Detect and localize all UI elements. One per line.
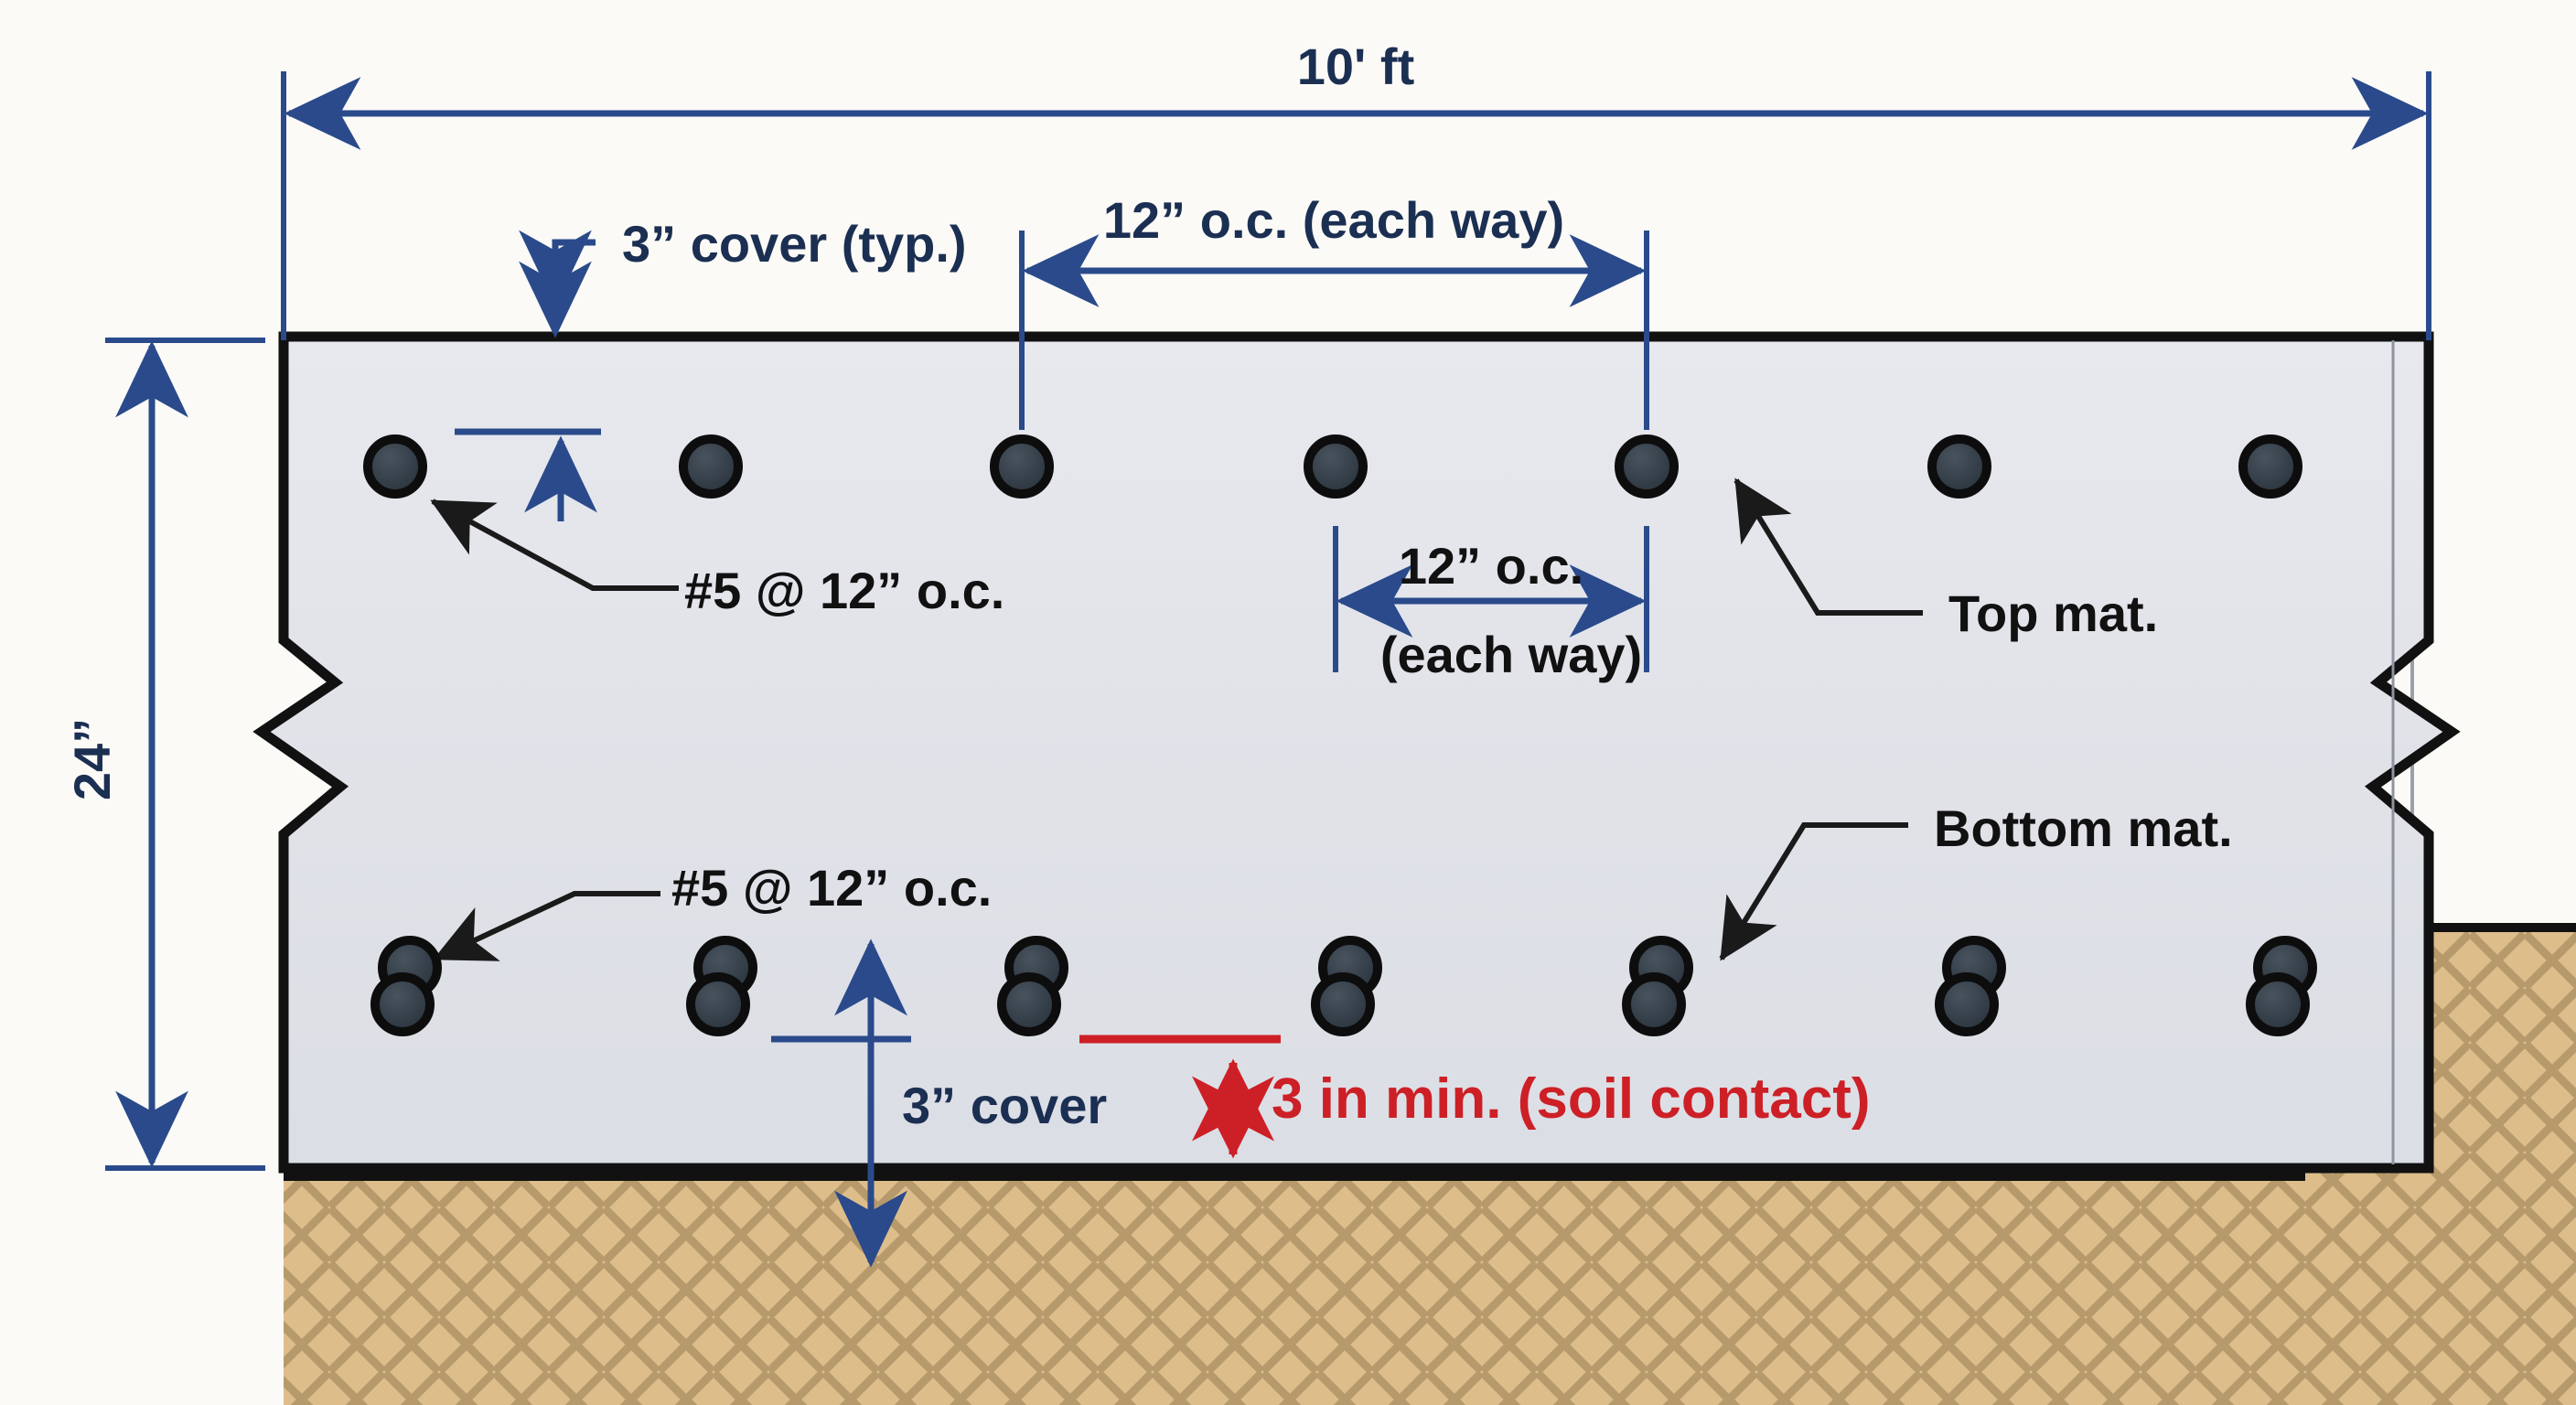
inner-spacing-label-line1: 12” o.c. bbox=[1399, 537, 1583, 595]
top-mat-leader bbox=[1733, 477, 1923, 616]
top-mat-rebars bbox=[363, 434, 2302, 499]
slab-thickness-dimension bbox=[105, 338, 265, 1171]
rebar-top bbox=[363, 434, 2302, 499]
concrete-slab bbox=[252, 331, 2461, 1174]
top-cover-tick bbox=[455, 428, 601, 521]
top-spacing-dimension bbox=[1019, 231, 1649, 430]
bottom-mat-leader bbox=[1719, 822, 1908, 961]
inner-spacing-label-line2: (each way) bbox=[1380, 626, 1642, 683]
soil-contact-dimension bbox=[1079, 1035, 1281, 1159]
soil-region bbox=[284, 923, 2576, 1405]
rebar-bottom bbox=[997, 936, 1068, 1036]
top-bar-callout-leader bbox=[430, 499, 679, 591]
inner-spacing-dimension bbox=[1333, 526, 1649, 672]
bottom-bar-callout-leader bbox=[433, 891, 660, 961]
bottom-cover-label: 3” cover bbox=[902, 1077, 1107, 1134]
rebar-bottom bbox=[1622, 936, 1693, 1036]
rebar-bottom bbox=[1935, 936, 2006, 1036]
top-spacing-label: 12” o.c. (each way) bbox=[1103, 191, 1564, 249]
top-bar-callout-label: #5 @ 12” o.c. bbox=[684, 562, 1004, 619]
overall-width-dimension bbox=[281, 71, 2431, 340]
top-mat-label: Top mat. bbox=[1948, 585, 2158, 642]
rebar-bottom bbox=[686, 936, 757, 1036]
top-cover-leader bbox=[519, 230, 596, 338]
rebar-bottom bbox=[1311, 936, 1382, 1036]
slab-thickness-label: 24” bbox=[63, 718, 121, 800]
rebar-bottom bbox=[370, 936, 442, 1036]
bottom-mat-rebars bbox=[370, 936, 2317, 1036]
bottom-mat-label: Bottom mat. bbox=[1934, 799, 2233, 857]
soil-contact-label: 3 in min. (soil contact) bbox=[1272, 1067, 1871, 1131]
bottom-cover-dimension bbox=[771, 938, 911, 1268]
bottom-bar-callout-label: #5 @ 12” o.c. bbox=[671, 859, 992, 917]
rebar-bottom bbox=[2246, 936, 2317, 1036]
overall-width-label: 10' ft bbox=[1297, 38, 1414, 95]
top-cover-label: 3” cover (typ.) bbox=[622, 215, 967, 273]
